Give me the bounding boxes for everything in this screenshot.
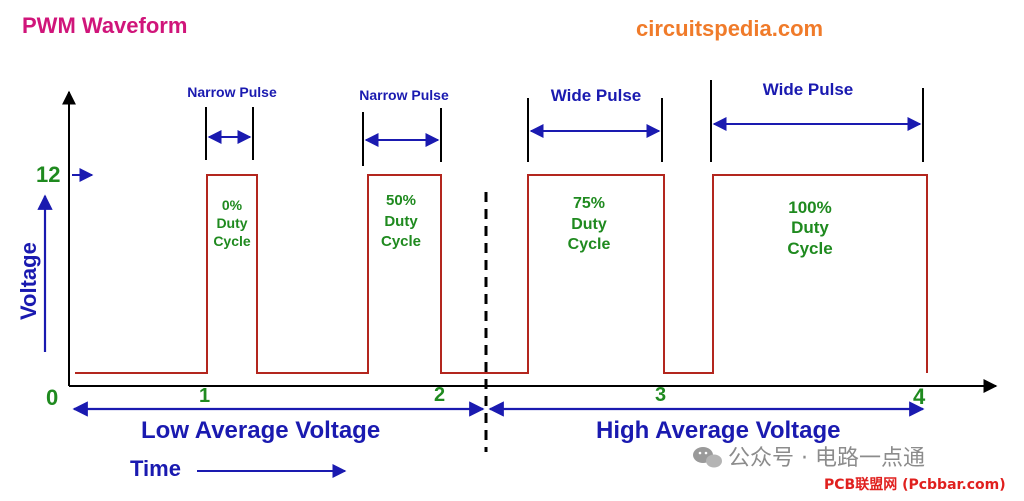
y-high-label: 12: [36, 162, 60, 187]
pulse-4-cycle-word: Cycle: [787, 239, 832, 258]
pulse-3-width-label: Wide Pulse: [551, 86, 642, 105]
diagram-title: PWM Waveform: [22, 13, 187, 38]
pulse-2-duty-word: Duty: [384, 213, 418, 230]
pulse-1-cycle-word: Cycle: [213, 233, 251, 249]
pwm-waveform: [75, 174, 928, 374]
pulse-4-duty-value: 100%: [788, 198, 831, 217]
pulse-2-cycle-word: Cycle: [381, 233, 421, 250]
x-axis-label: Time: [130, 456, 181, 481]
high-region-label: High Average Voltage: [596, 417, 841, 444]
wechat-icon: [693, 447, 722, 468]
pulse-4-duty-word: Duty: [791, 218, 829, 237]
pcbbar-watermark: PCB联盟网 (Pcbbar.com): [824, 477, 1006, 493]
x-tick-3: 3: [655, 384, 666, 406]
pulse-1-duty-word: Duty: [216, 215, 247, 231]
pulse-2-width-label: Narrow Pulse: [359, 87, 449, 103]
pulse-4-width-label: Wide Pulse: [763, 80, 854, 99]
x-tick-2: 2: [434, 384, 445, 406]
y-axis-label: Voltage: [16, 242, 41, 320]
pulse-3-duty-value: 75%: [573, 195, 605, 212]
low-region-label: Low Average Voltage: [141, 417, 380, 444]
pulse-1-duty-value: 0%: [222, 197, 243, 213]
pulse-2-duty-value: 50%: [386, 192, 416, 209]
wechat-watermark: 公众号 · 电路一点通: [728, 446, 925, 471]
pulse-1-width-label: Narrow Pulse: [187, 84, 277, 100]
site-name: circuitspedia.com: [636, 16, 823, 41]
pulse-3-cycle-word: Cycle: [568, 236, 611, 253]
x-tick-4: 4: [913, 384, 926, 409]
origin-label: 0: [46, 385, 58, 410]
pulse-3-duty-word: Duty: [571, 216, 607, 233]
x-tick-1: 1: [199, 385, 210, 407]
